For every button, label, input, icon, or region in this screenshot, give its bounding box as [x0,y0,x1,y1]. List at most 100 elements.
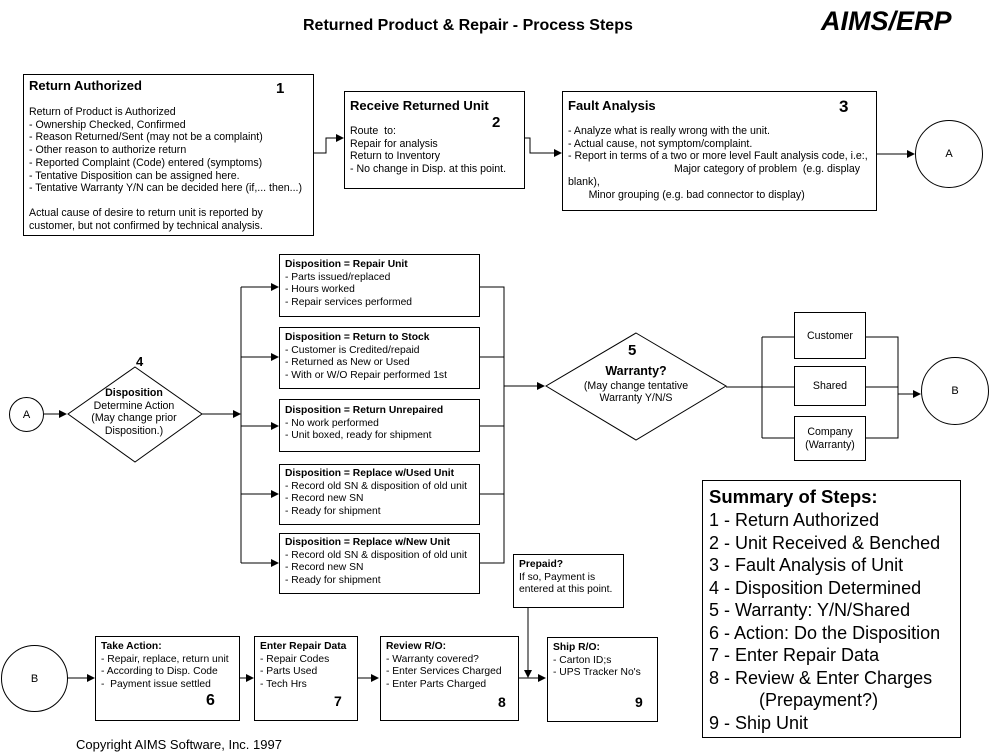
step-9-title: Ship R/O: [553,642,600,653]
summary-item: 2 - Unit Received & Benched [709,532,941,553]
step-4-number: 4 [136,354,144,369]
step-4-line: (May change prior [91,412,177,424]
disposition-line: - Ready for shipment [285,574,381,586]
disposition-line: - Record old SN & disposition of old uni… [285,480,468,492]
disposition-line: - Repair services performed [285,296,413,308]
step-4-diamond [67,366,203,463]
step-3-line: - Report in terms of a two or more level… [568,150,868,163]
step-2-line: Route to: [350,125,396,137]
step-4-text: Disposition Determine Action (May change… [74,387,194,437]
warranty-customer-label: Customer [807,329,853,342]
step-6-line: - Repair, replace, return unit [101,653,229,665]
step-9-line: - Carton ID;s [553,654,612,666]
step-9-number: 9 [635,694,643,710]
summary-box: Summary of Steps: 1 - Return Authorized … [702,480,961,738]
step-7-box: Enter Repair Data - Repair Codes - Parts… [254,636,358,721]
warranty-company-box: Company (Warranty) [794,416,866,461]
disposition-replace-new: Disposition = Replace w/New Unit - Recor… [279,533,480,594]
step-4-title: Disposition [105,387,163,399]
disposition-title: Disposition = Replace w/Used Unit [285,468,455,479]
summary-item: 5 - Warranty: Y/N/Shared [709,600,911,620]
warranty-shared-label: Shared [812,380,848,392]
step-2-box: Receive Returned Unit Route to: Repair f… [344,91,525,189]
step-8-box: Review R/O: - Warranty covered? - Enter … [380,636,519,721]
step-7-number: 7 [334,693,342,709]
step-4-line: Disposition.) [104,424,164,437]
summary-item: 4 - Disposition Determined [709,577,922,598]
connector-a-in: A [9,397,44,432]
summary-item: 3 - Fault Analysis of Unit [709,555,904,575]
disposition-line: - Hours worked [285,284,355,296]
step-3-number: 3 [839,97,849,116]
step-5-title: Warranty? [605,364,667,378]
step-2-title: Receive Returned Unit [350,98,489,113]
warranty-shared-box: Shared [794,366,866,406]
step-1-line: Actual cause of desire to return unit is… [29,206,263,219]
step-6-title: Take Action: [101,641,162,652]
step-3-line: - Analyze what is really wrong with the … [568,125,770,137]
step-3-line: Minor grouping (e.g. bad connector to di… [568,188,805,201]
disposition-line: - Record new SN [285,493,364,505]
step-5-number: 5 [628,342,637,359]
summary-item: 1 - Return Authorized [709,510,880,530]
summary-item: (Prepayment?) [709,690,879,710]
disposition-line: - Record old SN & disposition of old uni… [285,549,468,561]
copyright-text: Copyright AIMS Software, Inc. 1997 [76,737,282,752]
disposition-return-to-stock: Disposition = Return to Stock - Customer… [279,327,480,389]
page-title: Returned Product & Repair - Process Step… [303,17,633,34]
disposition-replace-used: Disposition = Replace w/Used Unit - Reco… [279,464,480,525]
step-6-line: - According to Disp. Code [101,666,218,678]
disposition-return-unrepaired: Disposition = Return Unrepaired - No wor… [279,399,480,452]
step-6-box: Take Action: - Repair, replace, return u… [95,636,240,721]
step-6-line: - Payment issue settled [101,678,211,690]
step-9-box: Ship R/O: - Carton ID;s - UPS Tracker No… [547,637,658,722]
disposition-line: - No work performed [285,417,379,429]
step-8-line: - Enter Services Charged [386,666,502,678]
step-5-diamond [545,332,727,441]
step-3-line: Major category of problem (e.g. display [568,163,861,176]
summary-title: Summary of Steps: [709,486,878,507]
step-6-number: 6 [206,692,215,709]
step-3-box: Fault Analysis - Analyze what is really … [562,91,877,211]
summary-item: 7 - Enter Repair Data [709,645,880,665]
step-7-line: - Repair Codes [260,653,330,665]
connector-b-out: B [921,357,989,425]
step-4-line: Determine Action [93,399,175,412]
step-7-line: - Parts Used [260,666,318,678]
step-5-line: Warranty Y/N/S [599,392,673,404]
step-8-line: - Enter Parts Charged [386,678,487,690]
summary-item: 6 - Action: Do the Disposition [709,622,941,643]
step-1-line: - Ownership Checked, Confirmed [29,118,186,131]
step-1-line: - Tentative Disposition can be assigned … [29,169,240,182]
step-8-line: - Warranty covered? [386,653,479,665]
step-8-title: Review R/O: [386,641,447,652]
disposition-title: Disposition = Return to Stock [285,332,430,343]
step-1-line: - Other reason to authorize return [29,144,187,157]
warranty-company-label: (Warranty) [805,438,855,451]
warranty-company-label: Company [807,426,853,438]
summary-item: 9 - Ship Unit [709,712,809,733]
disposition-repair-unit: Disposition = Repair Unit - Parts issued… [279,254,480,317]
step-1-line [29,195,308,207]
prepaid-box: Prepaid? If so, Payment is entered at th… [513,554,624,608]
step-3-title: Fault Analysis [568,98,656,113]
disposition-line: - Returned as New or Used [285,357,410,369]
step-2-line: - No change in Disp. at this point. [350,163,507,176]
step-3-line: - Actual cause, not symptom/complaint. [568,137,753,150]
step-1-line: - Reported Complaint (Code) entered (sym… [29,156,263,169]
step-7-title: Enter Repair Data [260,641,347,652]
step-8-number: 8 [498,694,506,710]
disposition-line: - Unit boxed, ready for shipment [285,430,432,442]
disposition-line: - Ready for shipment [285,505,381,517]
step-2-line: Repair for analysis [350,137,438,150]
disposition-line: - Record new SN [285,562,364,574]
step-1-line: - Tentative Warranty Y/N can be decided … [29,182,303,195]
connector-b-in: B [1,645,68,712]
disposition-line: - With or W/O Repair performed 1st [285,369,447,381]
step-9-line: - UPS Tracker No's [553,667,641,679]
disposition-line: - Customer is Credited/repaid [285,344,420,356]
step-2-number: 2 [492,114,501,131]
step-1-line: - Reason Returned/Sent (may not be a com… [29,131,263,144]
step-1-box: Return Authorized Return of Product is A… [23,74,314,236]
